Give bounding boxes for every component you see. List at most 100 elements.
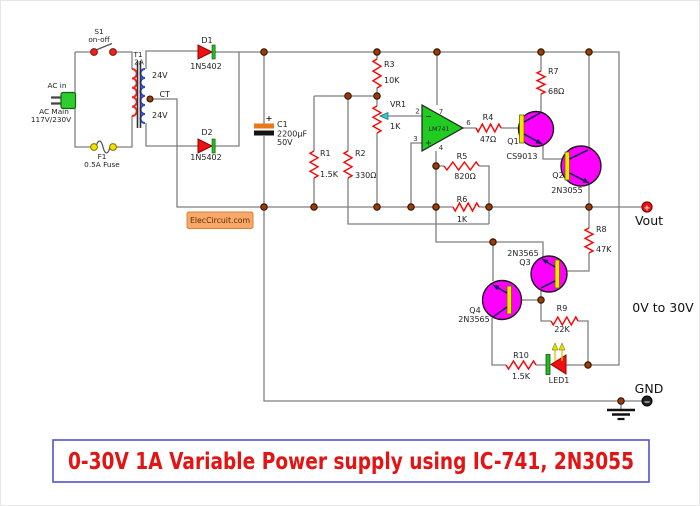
- junction-dot: [373, 48, 381, 56]
- output-range-label: 0V to 30V: [632, 300, 694, 315]
- vout-terminal: + Vout: [635, 201, 663, 228]
- q1-base-bar-icon: [519, 114, 525, 144]
- resistor-r2: R2 330Ω: [342, 149, 376, 180]
- opamp-label: LM741: [429, 126, 450, 133]
- junction-dot: [432, 162, 440, 170]
- q1-part-label: CS9013: [506, 152, 537, 161]
- opamp-minus-sign: −: [425, 112, 432, 121]
- junction-dot: [373, 203, 381, 211]
- opamp-pin4-label: 4: [439, 144, 444, 152]
- f1-label: F1: [98, 152, 107, 161]
- page-title: 0-30V 1A Variable Power supply using IC-…: [68, 449, 634, 475]
- vr1-label: VR1: [390, 100, 406, 109]
- resistor-r2-icon: [342, 150, 354, 179]
- opamp-plus-sign: +: [425, 139, 432, 148]
- resistor-r9: R9 22K: [550, 304, 579, 334]
- q2-part-label: 2N3055: [551, 186, 582, 195]
- led1-body-icon: [550, 354, 567, 375]
- transformer-t1: T1 2A 24V CT 24V: [131, 50, 170, 128]
- vout-terminal-icon: [641, 201, 653, 213]
- d1-value-label: 1N5402: [190, 62, 221, 71]
- ac-plug: AC in AC Main 117V/230V: [31, 81, 77, 124]
- q4-emitter-arrow-icon: [493, 285, 500, 291]
- q3-body-icon: [530, 255, 568, 293]
- transistor-q3: 2N3565 Q3: [507, 249, 568, 293]
- t1-rating-label: 2A: [134, 58, 144, 67]
- junction-dot: [537, 296, 545, 304]
- opamp-pin2-label: 2: [415, 108, 419, 116]
- q2-body-icon: [560, 145, 602, 187]
- resistor-r7: R7 68Ω: [535, 67, 564, 96]
- junction-dot: [537, 48, 545, 56]
- q3-part-label: 2N3565: [507, 249, 538, 258]
- tap-bottom-label: 24V: [152, 111, 168, 120]
- resistor-r6-icon: [452, 201, 480, 213]
- led1-ray-arrow-icon: [551, 342, 559, 351]
- r3-value-label: 10K: [384, 76, 400, 85]
- d2-value-label: 1N5402: [190, 153, 221, 162]
- r3-label: R3: [384, 60, 395, 69]
- junction-dots: [260, 48, 625, 405]
- resistor-r4: R4 47Ω: [475, 113, 502, 144]
- plug-body-icon: [60, 91, 77, 110]
- r6-label: R6: [457, 195, 468, 204]
- fuse-symbol-icon: [95, 140, 111, 154]
- diode-d1-icon: [197, 44, 214, 60]
- potentiometer-vr1: VR1 1K: [371, 100, 422, 134]
- r5-value-label: 820Ω: [454, 172, 475, 181]
- resistor-r10: R10 1.5K: [505, 351, 537, 381]
- junction-dot: [373, 92, 381, 100]
- vr1-value-label: 1K: [390, 122, 401, 131]
- opamp-lm741: − + LM741 2 3 7 4 6: [413, 103, 471, 153]
- d1-label: D1: [201, 36, 212, 45]
- ct-tap-dot: [146, 95, 154, 103]
- diode-d2: D2 1N5402: [190, 128, 221, 162]
- resistor-r1-icon: [308, 150, 320, 179]
- junction-dot: [407, 203, 415, 211]
- title-box: [52, 439, 650, 483]
- resistor-r3-icon: [371, 58, 383, 89]
- gnd-sign: −: [644, 397, 651, 406]
- ac-in-label: AC in: [48, 81, 67, 90]
- watermark-bg: [186, 211, 254, 229]
- r5-label: R5: [457, 152, 468, 161]
- resistor-r7-icon: [535, 70, 547, 95]
- diode-d2-bar-icon: [211, 138, 216, 154]
- primary-coil-icon: [131, 68, 138, 117]
- r2-label: R2: [355, 149, 366, 158]
- fuse-f1: F1 0.5A Fuse: [84, 140, 120, 169]
- q4-label: Q4: [469, 306, 480, 315]
- gnd-label: GND: [635, 381, 664, 396]
- capacitor-c1: + C1 2200µF 50V: [254, 114, 307, 147]
- q3-emitter-arrow-icon: [542, 259, 549, 265]
- resistor-r3: R3 10K: [371, 58, 400, 89]
- led1-bar-icon: [545, 354, 551, 375]
- opamp-pin3-label: 3: [413, 135, 417, 143]
- vout-sign: +: [644, 203, 651, 212]
- s1-label: S1: [94, 27, 103, 36]
- junction-dot: [310, 203, 318, 211]
- s1-sub-label: on-off: [88, 35, 110, 44]
- diode-d1: D1 1N5402: [190, 36, 221, 71]
- ac-voltage-label: 117V/230V: [31, 115, 71, 124]
- q4-body-icon: [481, 279, 523, 321]
- r7-label: R7: [548, 67, 559, 76]
- r8-value-label: 47K: [596, 245, 612, 254]
- vout-label: Vout: [635, 213, 663, 228]
- f1-sub-label: 0.5A Fuse: [84, 160, 120, 169]
- led-led1: LED1: [545, 342, 570, 385]
- junction-dot: [617, 397, 625, 405]
- junction-dot: [489, 238, 497, 246]
- resistor-r4-icon: [475, 122, 502, 134]
- led1-label: LED1: [549, 376, 570, 385]
- switch-contact-right: [109, 48, 117, 56]
- secondary-coil-icon: [139, 68, 146, 124]
- r9-label: R9: [557, 304, 568, 313]
- watermark-text: ElecCircuit.com: [190, 216, 250, 225]
- diode-d2-icon: [197, 138, 214, 154]
- vr1-icon: [371, 105, 383, 134]
- tap-top-label: 24V: [152, 71, 168, 80]
- cap-plate-pos-icon: [254, 123, 274, 129]
